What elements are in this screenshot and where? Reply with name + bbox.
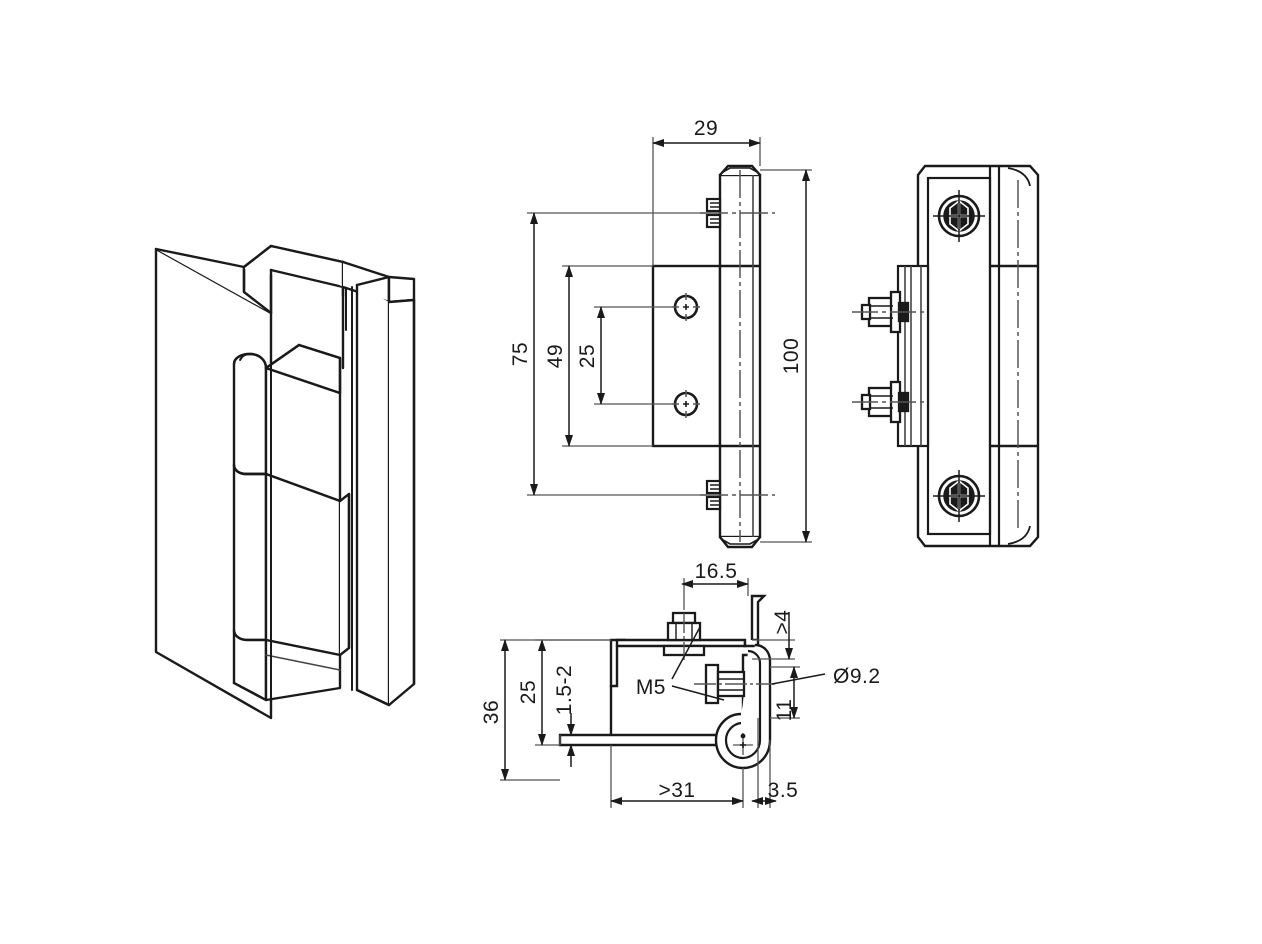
dim-label-dia-9-2: Ø9.2 (833, 665, 881, 688)
detail-pivot-pin (733, 733, 753, 755)
detail-side-m5-bolt (694, 663, 775, 705)
leader-dia-9-2 (771, 673, 826, 685)
iso-frame-profile (355, 275, 416, 707)
leader-m5-top (671, 626, 701, 680)
front-view-dimensions (527, 137, 812, 543)
iso-hinge-upper-knuckle (232, 352, 268, 476)
dim-label-3-5: 3.5 (768, 779, 799, 802)
iso-hinge-main-barrel (232, 463, 351, 657)
iso-hinge-upper-block (264, 343, 342, 503)
dim-label-16-5: 16.5 (695, 560, 738, 583)
front-upper-knuckle-tabs (705, 197, 722, 229)
dim-label-49: 49 (544, 344, 567, 368)
isometric-assembly-view (154, 244, 416, 720)
dim-label-1-5-2: 1.5-2 (553, 665, 576, 715)
dim-label-31: >31 (658, 779, 695, 802)
detail-view-dimensions (500, 578, 826, 808)
detail-top-m5-bolt (662, 611, 706, 660)
leader-m5-side (671, 685, 725, 701)
front-lower-knuckle-tabs (705, 479, 722, 511)
iso-frame-lip (345, 286, 353, 691)
iso-hinge-lower-knuckle (232, 628, 342, 702)
dim-label-36: 36 (480, 700, 503, 724)
front-mounting-hole-lower (672, 390, 700, 418)
detail-right-sheet (750, 594, 767, 642)
dim-label-75: 75 (509, 342, 532, 366)
side-bracket-plate (896, 264, 930, 448)
dim-label-11: 11 (773, 699, 796, 722)
side-bolt-washer-upper (852, 290, 928, 334)
dim-label-25-detail: 25 (517, 680, 540, 704)
dim-label-29: 29 (694, 117, 718, 140)
dim-label-25: 25 (576, 344, 599, 368)
dim-label-m5: M5 (636, 676, 666, 699)
dim-label-100: 100 (780, 338, 803, 375)
section-detail-view (558, 594, 775, 770)
front-mounting-hole-upper (672, 293, 700, 321)
side-hex-socket-screw-upper (933, 190, 985, 242)
side-bolt-washer-lower (852, 380, 928, 424)
front-view (651, 164, 775, 549)
side-hex-socket-screw-lower (933, 470, 985, 522)
dim-label-4: >4 (771, 610, 794, 635)
